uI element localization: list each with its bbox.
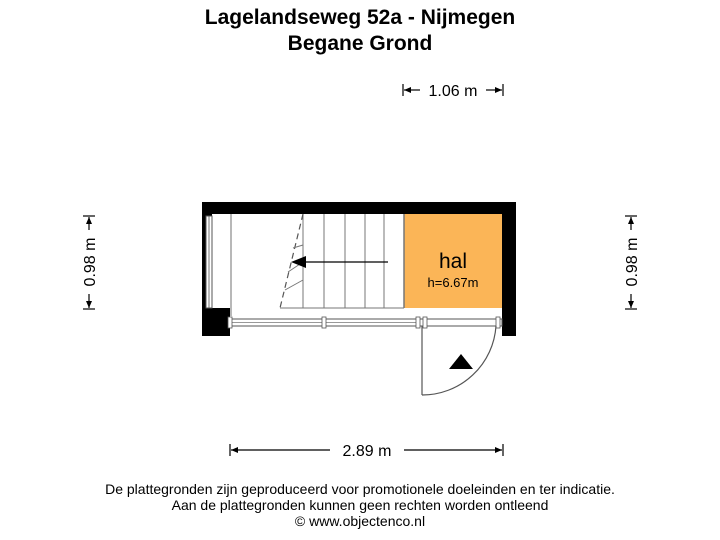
dimension-left: 0.98 m <box>82 215 99 310</box>
copyright-line: © www.objectenco.nl <box>294 513 426 529</box>
facade-window <box>227 316 503 329</box>
dimension-right-label: 0.98 m <box>624 238 641 287</box>
dimension-top-label: 1.06 m <box>429 83 478 100</box>
dimension-bottom-label: 2.89 m <box>343 443 392 460</box>
window-left <box>205 215 213 309</box>
dimension-bottom: 2.89 m <box>229 443 504 460</box>
address-title: Lagelandseweg 52a - Nijmegen <box>204 6 516 29</box>
room-hal <box>404 214 502 308</box>
staircase <box>279 213 404 309</box>
dimension-top: 1.06 m <box>402 83 504 100</box>
disclaimer-line-1: De plattegronden zijn geproduceerd voor … <box>105 481 615 497</box>
disclaimer-line-2: Aan de plattegronden kunnen geen rechten… <box>171 497 549 513</box>
stair-direction-arrow-icon <box>291 256 306 268</box>
dimension-right: 0.98 m <box>624 215 641 310</box>
entrance-door <box>421 325 497 396</box>
room-hal-name: hal <box>439 250 467 273</box>
dimension-left-label: 0.98 m <box>82 238 99 287</box>
floor-title: Begane Grond <box>287 32 433 55</box>
entrance-marker-icon <box>449 354 473 369</box>
room-hal-height: h=6.67m <box>428 275 479 290</box>
walls <box>202 202 516 336</box>
